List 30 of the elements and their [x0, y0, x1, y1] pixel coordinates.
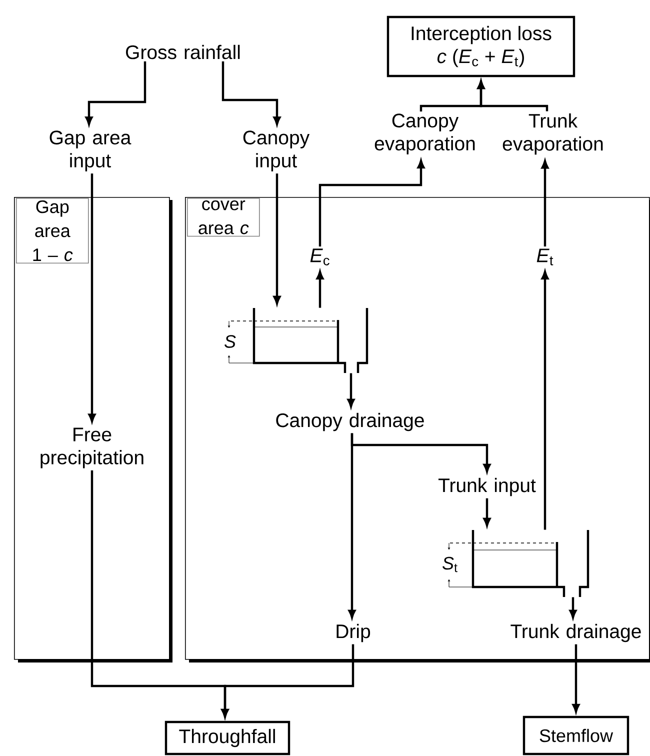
arrow: [541, 160, 549, 246]
storage-tank-drawing: [252, 308, 368, 373]
flow-label: Trunk drainage: [510, 624, 641, 642]
storage-label: S$_{t}$: [442, 556, 458, 572]
result-box: Interception loss c (E$_{c}$ + E$_{t}$): [386, 16, 576, 78]
result-box: Stemflow: [522, 716, 630, 756]
arrow: [483, 498, 491, 526]
flow-label: Free precipitation: [40, 428, 144, 468]
result-box: Throughfall: [164, 720, 290, 756]
arrow: [316, 270, 324, 308]
flow-label: Canopy drainage: [276, 412, 424, 432]
flow-label: Trunk input: [438, 478, 536, 496]
arrow: [569, 597, 577, 618]
flow-label: E$_{t}$: [536, 248, 554, 266]
arrow: [318, 160, 425, 246]
flow-label: Gap area input: [50, 130, 132, 172]
flow-label: Canopy input: [243, 130, 310, 172]
arrow: [348, 433, 356, 618]
arrow: [541, 270, 549, 530]
storage-tank-drawing: [472, 530, 590, 597]
arrow: [88, 174, 96, 422]
flow-label: Gross rainfall: [126, 44, 240, 60]
flow-label: Drip: [336, 624, 370, 642]
arrow: [347, 373, 355, 408]
storage-label: S: [224, 335, 236, 348]
flow-label: E$_{c}$: [310, 248, 330, 266]
flow-label: Canopy evaporation: [374, 114, 475, 154]
flow-label: Trunk evaporation: [502, 113, 603, 155]
arrow: [222, 61, 281, 126]
arrow: [85, 61, 146, 126]
